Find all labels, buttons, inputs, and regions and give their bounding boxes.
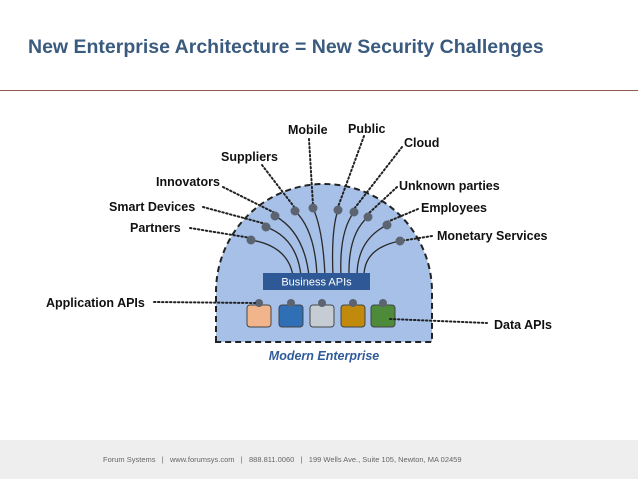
business-apis-label: Business APIs [281, 277, 352, 289]
page-title: New Enterprise Architecture = New Securi… [28, 36, 544, 58]
connector-lines [250, 207, 401, 277]
label-innovators: Innovators [156, 175, 220, 189]
label-data-apis: Data APIs [494, 318, 552, 332]
api-blocks [246, 304, 396, 328]
api-block-nodes [255, 299, 387, 307]
api-block-orange [246, 304, 272, 328]
label-cloud: Cloud [404, 136, 439, 150]
business-apis-bar [263, 273, 370, 290]
footer-contact-text: Forum Systems | www.forumsys.com | 888.8… [103, 455, 462, 464]
outer-nodes [246, 203, 405, 246]
title-divider [0, 90, 638, 91]
label-smart-devices: Smart Devices [109, 200, 195, 214]
label-employees: Employees [421, 201, 487, 215]
label-application-apis: Application APIs [46, 296, 145, 310]
label-monetary-services: Monetary Services [437, 229, 548, 243]
dotted-leaders [153, 135, 488, 324]
label-partners: Partners [130, 221, 181, 235]
modern-enterprise-label: Modern Enterprise [269, 349, 379, 363]
api-block-blue [278, 304, 304, 328]
label-mobile: Mobile [288, 123, 328, 137]
label-suppliers: Suppliers [221, 150, 278, 164]
api-block-gold [340, 304, 366, 328]
label-unknown-parties: Unknown parties [399, 179, 500, 193]
label-public: Public [348, 122, 386, 136]
footer-bar [0, 440, 638, 479]
api-block-green [370, 304, 396, 328]
enterprise-api-diagram: Business APIs [46, 122, 552, 363]
api-block-gray [309, 304, 335, 328]
